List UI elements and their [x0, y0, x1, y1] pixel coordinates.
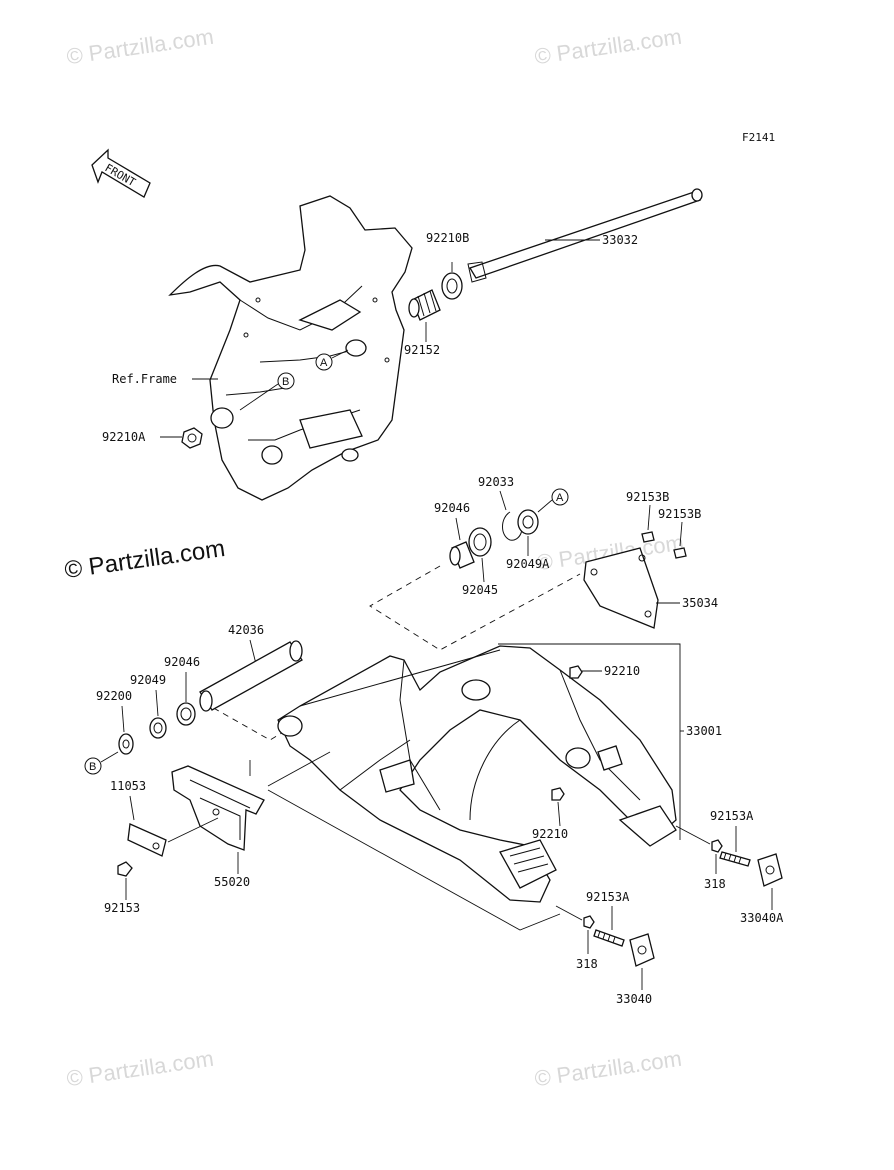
bolt-icon — [641, 531, 655, 543]
leader-line — [455, 517, 461, 541]
callout-b-marker — [277, 372, 295, 390]
callout-b-marker — [84, 757, 102, 775]
oil-seal-icon — [149, 717, 167, 739]
callout-a-label: A — [320, 357, 328, 369]
callout-a-marker — [551, 488, 569, 506]
washer-icon — [118, 733, 134, 755]
part-label-92210A: 92210A — [102, 430, 146, 444]
part-label-33040A: 33040A — [740, 911, 784, 925]
needle-bearing-icon — [449, 541, 475, 569]
nut-icon — [711, 839, 723, 853]
frame-drawing — [168, 195, 413, 501]
nut-icon — [551, 787, 565, 801]
leader-line — [155, 689, 159, 717]
leader-line — [267, 751, 331, 787]
part-label-92153B-1: 92153B — [626, 490, 669, 504]
assembly-guide — [498, 643, 681, 840]
part-label-33001: 33001 — [686, 724, 722, 738]
bolt-icon — [117, 861, 133, 877]
nut-icon — [441, 272, 463, 300]
part-label-92046-top: 92046 — [434, 501, 470, 515]
leader-line — [555, 905, 583, 921]
part-label-92153A-2: 92153A — [586, 890, 630, 904]
part-label-92049A: 92049A — [506, 557, 550, 571]
swingarm-drawing — [277, 645, 677, 903]
part-label-92210-1: 92210 — [604, 664, 640, 678]
part-label-11053: 11053 — [110, 779, 146, 793]
part-label-92033: 92033 — [478, 475, 514, 489]
leader-line — [481, 557, 485, 583]
part-label-92045: 92045 — [462, 583, 498, 597]
leader-line — [537, 499, 553, 513]
part-label-33040: 33040 — [616, 992, 652, 1006]
leader-line — [647, 504, 651, 531]
leader-line — [249, 639, 257, 665]
callout-a-marker — [315, 353, 333, 371]
ball-bearing-icon — [468, 527, 492, 557]
assembly-guide — [369, 565, 581, 651]
needle-bearing-icon — [176, 702, 196, 726]
part-label-92046-left: 92046 — [164, 655, 200, 669]
nut-icon — [181, 427, 203, 449]
leader-line — [679, 521, 683, 547]
callout-b-label: B — [89, 761, 96, 773]
leader-line — [167, 817, 219, 843]
part-label-33032: 33032 — [602, 233, 638, 247]
assembly-guide — [267, 789, 561, 931]
chain-guard-bracket — [583, 547, 659, 629]
oil-seal-icon — [517, 509, 539, 535]
front-arrow-icon: FRONT — [91, 148, 151, 198]
leader-line — [121, 705, 125, 733]
leader-line — [557, 801, 561, 827]
callout-a-label: A — [556, 492, 564, 504]
leader-line — [129, 795, 135, 821]
ref-frame-label: Ref.Frame — [112, 372, 177, 386]
sleeve-icon — [199, 640, 303, 712]
adjuster-block-icon — [757, 853, 783, 887]
leader-line — [331, 349, 349, 359]
part-label-318-2: 318 — [576, 957, 598, 971]
part-label-92153: 92153 — [104, 901, 140, 915]
leader-line — [100, 751, 119, 763]
leader-line — [499, 490, 507, 511]
part-label-92210B: 92210B — [426, 231, 469, 245]
figure-code: F2141 — [742, 131, 775, 144]
adjuster-bolt-icon — [719, 851, 751, 867]
adjuster-block-icon — [629, 933, 655, 967]
part-label-92152: 92152 — [404, 343, 440, 357]
part-label-35034: 35034 — [682, 596, 718, 610]
part-label-92200: 92200 — [96, 689, 132, 703]
part-label-92153B-2: 92153B — [658, 507, 701, 521]
adjuster-bolt-icon — [593, 929, 625, 947]
part-label-55020: 55020 — [214, 875, 250, 889]
part-label-92210-2: 92210 — [532, 827, 568, 841]
nut-icon — [569, 665, 583, 679]
part-label-92049: 92049 — [130, 673, 166, 687]
part-label-92153A-1: 92153A — [710, 809, 754, 823]
bracket-plate-icon — [127, 823, 167, 857]
collar-icon — [408, 289, 441, 321]
bolt-icon — [673, 547, 687, 559]
part-label-318-1: 318 — [704, 877, 726, 891]
nut-icon — [583, 915, 595, 929]
pivot-shaft — [467, 188, 703, 283]
callout-b-label: B — [282, 376, 289, 388]
part-label-42036: 42036 — [228, 623, 264, 637]
leader-line — [675, 825, 711, 845]
chain-slider-drawing — [171, 765, 265, 851]
leader-line — [239, 383, 279, 411]
